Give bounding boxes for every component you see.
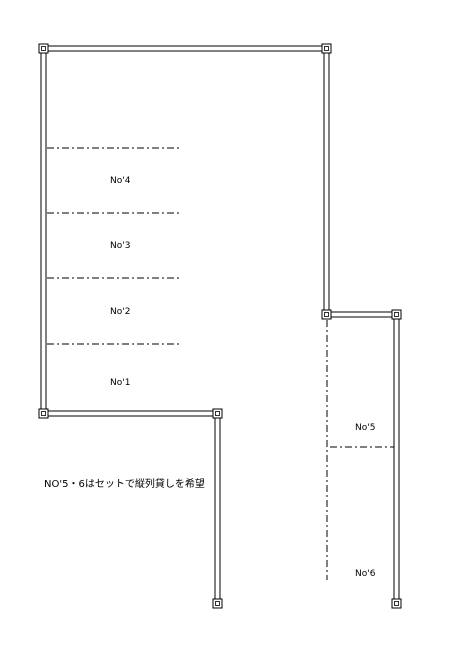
post	[212, 598, 223, 609]
space-label-no5: No'5	[355, 423, 375, 433]
space-label-no6: No'6	[355, 569, 376, 579]
post	[38, 43, 49, 54]
post	[212, 408, 223, 419]
right-wall-outline	[327, 311, 400, 602]
post	[391, 309, 402, 320]
post	[321, 43, 332, 54]
post	[321, 309, 332, 320]
left-wall-outline	[40, 45, 330, 602]
space-label-no3: No'3	[110, 241, 130, 251]
post	[38, 408, 49, 419]
space-label-no4: No'4	[110, 176, 131, 186]
space-label-no2: No'2	[110, 307, 130, 317]
rental-note: NO'5・6はセットで縦列貸しを希望	[44, 477, 205, 490]
post	[391, 598, 402, 609]
space-label-no1: No'1	[110, 378, 130, 388]
